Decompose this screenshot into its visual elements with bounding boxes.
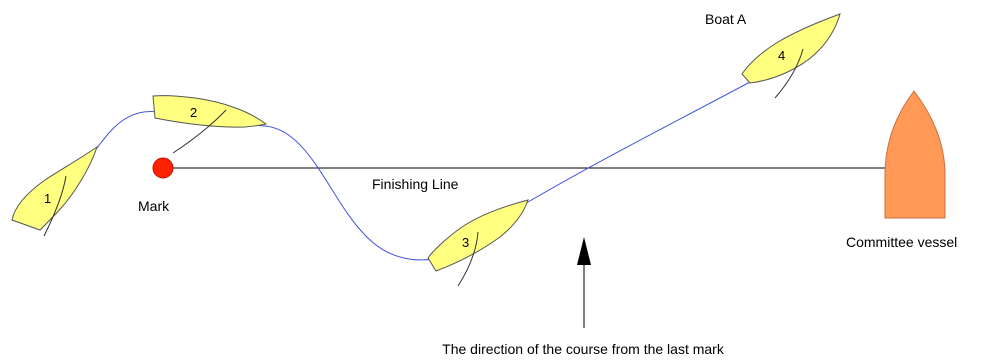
mark-buoy bbox=[152, 157, 174, 179]
boat-1-hull bbox=[11, 145, 98, 231]
boat-4-number: 4 bbox=[778, 48, 785, 63]
course-direction-label: The direction of the course from the las… bbox=[442, 341, 725, 357]
course-direction-arrow-head bbox=[577, 237, 591, 265]
boat-1-sail bbox=[43, 175, 67, 237]
boat-2-sail bbox=[172, 109, 227, 154]
boat-2-hull bbox=[152, 95, 268, 128]
boat-3-sail bbox=[457, 231, 479, 287]
boat-2: 2 bbox=[152, 95, 268, 154]
boat-3-number: 3 bbox=[462, 235, 469, 250]
boat-4-hull bbox=[741, 13, 841, 84]
boat-1: 1 bbox=[11, 145, 98, 237]
committee-vessel bbox=[884, 90, 946, 219]
boat-1-number: 1 bbox=[44, 191, 51, 206]
boat-3: 3 bbox=[427, 199, 529, 287]
boat-2-number: 2 bbox=[190, 105, 197, 120]
boat-4-sail bbox=[774, 48, 804, 99]
boat-a-label: Boat A bbox=[705, 11, 747, 27]
mark-label: Mark bbox=[138, 198, 170, 214]
finishing-line-label: Finishing Line bbox=[372, 176, 459, 192]
boat-4: 4 bbox=[741, 13, 841, 99]
committee-vessel-label: Committee vessel bbox=[846, 234, 957, 250]
